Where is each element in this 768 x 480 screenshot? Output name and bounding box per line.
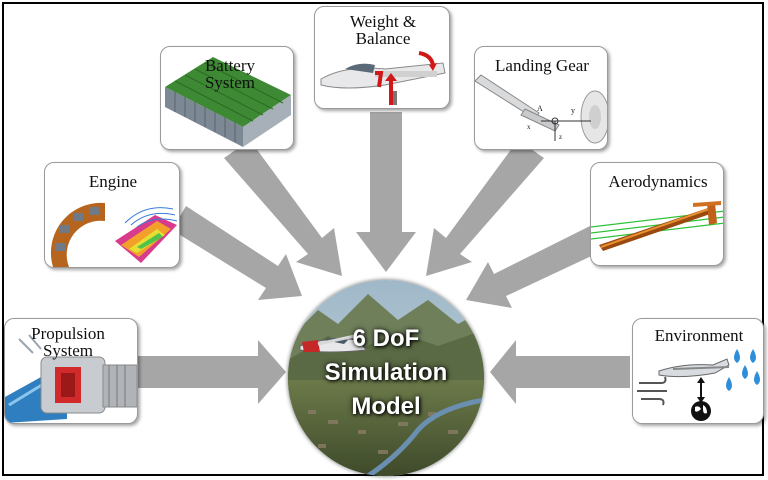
wind-icon [637,376,667,406]
svg-text:x: x [527,123,531,131]
aerodynamics-label: Aerodynamics [608,172,708,191]
simulation-model-circle: 6 DoF Simulation Model [288,280,484,476]
arrow-battery-group [224,140,342,276]
terrain-background [288,280,484,476]
svg-text:z: z [559,133,562,141]
arrow-landing-gear [426,140,544,276]
aircraft-cg-illustration [320,51,446,105]
svg-text:y: y [571,106,575,115]
center-line-1: 6 DoF [352,325,420,352]
center-line-2: Simulation [324,359,448,386]
earth-icon [691,401,711,421]
electric-motor-illustration [50,202,178,267]
propulsion-system-label: Propulsion System [31,324,105,360]
weight-balance-label: Weight & Balance [349,12,417,48]
arrow-engine [172,206,302,300]
svg-text:A: A [537,104,543,113]
landing-gear-card: A y x z Landing Gear [474,46,608,150]
battery-system-label: Battery System [204,56,256,92]
arrow-environment [490,340,630,404]
glider-cfd-illustration [591,201,723,251]
battery-system-card: Battery System [160,46,294,150]
aircraft-icon [299,332,367,353]
center-line-3: Model [351,393,421,420]
environment-illustration [637,349,760,421]
battery-pack-illustration [165,57,291,147]
engine-label: Engine [88,172,138,191]
aerodynamics-card: Aerodynamics [590,162,724,266]
landing-gear-label: Landing Gear [495,56,589,75]
weight-balance-card: Weight & Balance [314,6,450,109]
environment-card: Environment [632,318,764,424]
arrow-weight-balance [356,112,416,272]
rain-drops-icon [726,349,760,391]
arrow-aerodynamics [466,226,600,308]
environment-label: Environment [654,326,744,345]
engine-card: Engine [44,162,180,268]
propulsion-unit-illustration [5,334,137,423]
arrow-propulsion [138,340,286,404]
arrow-battery [224,140,342,276]
propulsion-system-card: Propulsion System [4,318,138,424]
landing-gear-illustration: A y x z [475,74,607,144]
